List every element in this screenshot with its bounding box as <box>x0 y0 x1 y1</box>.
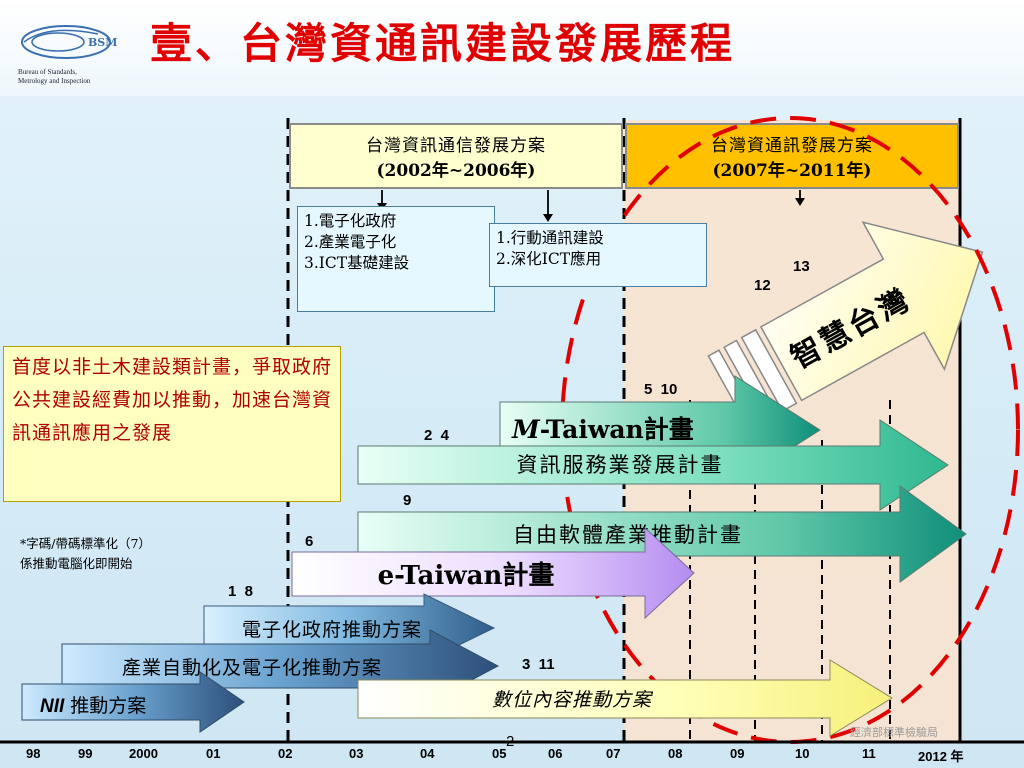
year-label: 2012 年 <box>918 749 964 764</box>
year-label: 09 <box>730 746 745 761</box>
year-label: 01 <box>206 746 221 761</box>
label-3-11: 3 11 <box>522 656 555 673</box>
note-text: 首度以非土木建設類計畫，爭取政府公共建設經費加以推動，加速台灣資訊通訊應用之發展 <box>12 356 333 444</box>
period1-list-item: 1.電子化政府 <box>304 212 397 230</box>
footnote: *字碼/帶碼標準化（7） 係推動電腦化即開始 <box>20 534 260 574</box>
watermark: 經濟部標準檢驗局 <box>850 726 938 739</box>
label-6: 6 <box>305 533 314 550</box>
e-taiwan-arrow: e-Taiwan計畫 <box>291 526 695 620</box>
year-label: 10 <box>795 746 810 761</box>
year-label: 05 <box>492 746 507 761</box>
period1-list-item: 3.ICT基礎建設 <box>304 254 410 272</box>
period2-line2: (2007年~2011年) <box>713 160 872 181</box>
info-service-arrow: 資訊服務業發展計畫 <box>357 419 949 511</box>
logo-mark: BSMI <box>88 36 118 49</box>
label-13: 13 <box>793 258 810 275</box>
label-9: 9 <box>403 492 412 509</box>
logo-line1: Bureau of Standards, <box>18 68 77 76</box>
note-box: 首度以非土木建設類計畫，爭取政府公共建設經費加以推動，加速台灣資訊通訊應用之發展 <box>3 346 341 502</box>
label-5-10: 5 10 <box>644 381 678 398</box>
footnote-line1: *字碼/帶碼標準化（7） <box>20 536 151 551</box>
period2-list: 1.行動通訊建設 2.深化ICT應用 <box>489 223 707 287</box>
footnote-line2: 係推動電腦化即開始 <box>20 556 133 571</box>
svg-text:M-Taiwan計畫: M-Taiwan計畫 <box>511 415 694 444</box>
label-2: 2 <box>506 733 515 750</box>
nii-prefix: NII <box>40 696 65 717</box>
bsmi-logo-icon: BSMI <box>21 25 123 59</box>
period2-list-item: 1.行動通訊建設 <box>496 229 604 247</box>
year-label: 08 <box>668 746 683 761</box>
year-label: 11 <box>862 746 876 761</box>
free-software-label: 自由軟體產業推動計畫 <box>513 523 743 547</box>
logo-line2: Metrology and Inspection <box>18 77 91 85</box>
year-label: 06 <box>548 746 563 761</box>
year-label: 03 <box>349 746 364 761</box>
m-taiwan-rest: -Taiwan計畫 <box>540 415 694 444</box>
period1-list: 1.電子化政府 2.產業電子化 3.ICT基礎建設 <box>297 206 495 312</box>
down-arrow-icon <box>543 190 553 222</box>
label-12: 12 <box>754 277 771 294</box>
label-1-8: 1 8 <box>228 583 254 600</box>
industry-auto-label: 產業自動化及電子化推動方案 <box>122 657 382 679</box>
digital-content-arrow: 數位內容推動方案 <box>357 659 893 737</box>
year-label: 07 <box>606 746 621 761</box>
year-label: 04 <box>420 746 435 761</box>
down-arrow-icon <box>795 190 805 206</box>
info-service-label: 資訊服務業發展計畫 <box>517 453 724 477</box>
period2-list-item: 2.深化ICT應用 <box>496 250 602 268</box>
year-label: 2000 <box>129 746 158 761</box>
m-taiwan-m: M <box>511 415 541 444</box>
label-2-4: 2 4 <box>424 427 450 444</box>
period2-line1: 台灣資通訊發展方案 <box>711 136 873 156</box>
nii-rest: 推動方案 <box>70 695 146 717</box>
year-axis-labels: 98 99 2000 01 02 03 04 05 06 07 08 09 10… <box>0 746 1024 766</box>
year-label: 99 <box>78 746 93 761</box>
bsmi-logo: BSMI Bureau of Standards, Metrology and … <box>18 20 123 92</box>
year-label: 98 <box>26 746 41 761</box>
egov-label: 電子化政府推動方案 <box>242 619 422 641</box>
period1-list-item: 2.產業電子化 <box>304 233 397 251</box>
period1-box <box>289 123 623 189</box>
e-taiwan-label: e-Taiwan計畫 <box>378 560 555 591</box>
period1-line2: (2002年~2006年) <box>377 160 536 181</box>
period1-line1: 台灣資訊通信發展方案 <box>366 136 546 156</box>
page-title: 壹、台灣資通訊建設發展歷程 <box>150 19 736 68</box>
digital-content-label: 數位內容推動方案 <box>492 689 654 711</box>
header-band <box>0 0 1024 96</box>
year-label: 02 <box>278 746 293 761</box>
